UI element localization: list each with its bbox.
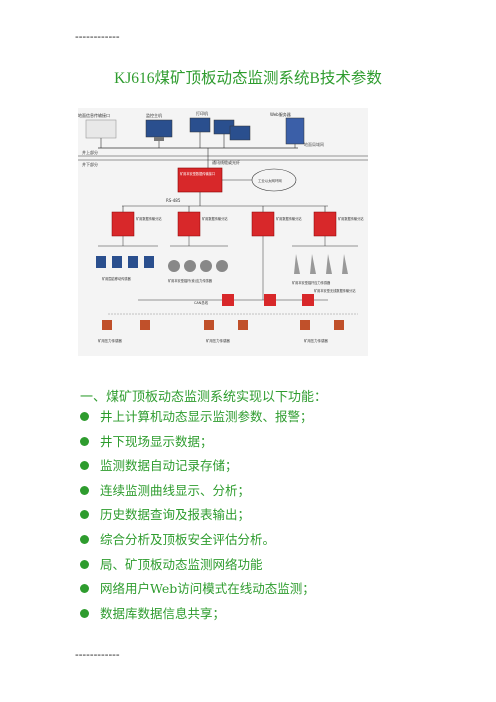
list-item: 历史数据查询及报表输出； (80, 503, 480, 528)
svg-text:矿用数据传输分站: 矿用数据传输分站 (136, 216, 162, 221)
sensor-group-probes: 矿用本安型锚杆应力传感器 (292, 236, 358, 285)
document-title: KJ616煤矿顶板动态监测系统B技术参数 (114, 70, 382, 87)
bullet-icon (80, 436, 89, 446)
can-bus: CAN总线 矿用本安型无线数据传输分站 (138, 236, 356, 306)
list-item: 井下现场显示数据； (80, 430, 480, 455)
section-heading: 一、煤矿顶板动态监测系统实现以下功能： (80, 390, 328, 405)
bullet-icon (80, 559, 89, 569)
function-list: 井上计算机动态显示监测参数、报警； 井下现场显示数据； 监测数据自动记录存储； … (80, 405, 480, 626)
client-computers: 打印机 (189, 110, 251, 141)
svg-text:通讯线缆或光纤: 通讯线缆或光纤 (212, 159, 240, 165)
svg-text:矿用数据传输分站: 矿用数据传输分站 (202, 216, 228, 221)
bullet-icon (80, 608, 89, 618)
sub-stations: 矿用数据传输分站 矿用数据传输分站 矿用数据传输分站 矿用数据传输分站 (111, 206, 364, 237)
svg-text:CAN总线: CAN总线 (194, 300, 209, 305)
list-item: 局、矿顶板动态监测网络功能 (80, 553, 480, 578)
pressure-sensors: 矿用压力传感器 矿用压力传感器 矿用压力传感器 (98, 313, 358, 343)
svg-text:矿用压力传感器: 矿用压力传感器 (304, 338, 328, 343)
system-architecture-diagram: 地面信息传输接口 监控主机 打印机 Web服务器 地面局域网 井上部分 井下部分… (78, 108, 368, 356)
bullet-icon (80, 461, 89, 471)
list-item: 井上计算机动态显示监测参数、报警； (80, 405, 480, 430)
svg-text:矿用本安型锚杆(索)应力传感器: 矿用本安型锚杆(索)应力传感器 (168, 278, 213, 283)
svg-text:矿用数据传输分站: 矿用数据传输分站 (276, 216, 302, 221)
web-server: Web服务器 (270, 111, 305, 145)
svg-text:矿用本安型锚杆应力传感器: 矿用本安型锚杆应力传感器 (292, 280, 331, 285)
svg-text:RS-485: RS-485 (166, 198, 181, 203)
svg-text:Web服务器: Web服务器 (270, 111, 291, 117)
list-item: 网络用户Web访问模式在线动态监测； (80, 577, 480, 602)
bullet-icon (80, 510, 89, 520)
monitor-host-computer: 监控主机 (145, 112, 173, 141)
bullet-icon (80, 584, 89, 594)
svg-text:矿用本安型无线数据传输分站: 矿用本安型无线数据传输分站 (314, 288, 356, 293)
bullet-icon (80, 412, 89, 421)
sensor-group-displacement: 矿用围岩移动传感器 (96, 236, 158, 281)
svg-text:井上部分: 井上部分 (82, 149, 98, 155)
list-item: 连续监测曲线显示、分析； (80, 479, 480, 504)
bullet-icon (80, 485, 89, 495)
svg-text:矿用数据传输分站: 矿用数据传输分站 (338, 216, 364, 221)
footer-rule: ------------ (75, 648, 120, 661)
svg-text:工业以太网环网: 工业以太网环网 (258, 178, 282, 183)
list-item: 监测数据自动记录存储； (80, 454, 480, 479)
svg-text:监控主机: 监控主机 (146, 112, 162, 118)
list-item: 综合分析及顶板安全评估分析。 (80, 528, 480, 553)
list-item: 数据库数据信息共享； (80, 602, 480, 627)
svg-text:井下部分: 井下部分 (82, 161, 98, 167)
svg-text:矿用本安型数据传输接口: 矿用本安型数据传输接口 (180, 171, 215, 176)
svg-text:地面局域网: 地面局域网 (304, 141, 324, 147)
svg-text:矿用压力传感器: 矿用压力传感器 (206, 338, 230, 343)
svg-text:矿用压力传感器: 矿用压力传感器 (98, 338, 122, 343)
svg-text:打印机: 打印机 (196, 110, 208, 116)
sensor-group-anchor-stress: 矿用本安型锚杆(索)应力传感器 (168, 236, 228, 283)
central-data-interface: 矿用本安型数据传输接口 (177, 167, 223, 193)
svg-text:地面信息传输接口: 地面信息传输接口 (78, 112, 110, 118)
header-rule: ------------ (75, 30, 120, 43)
bullet-icon (80, 534, 89, 544)
svg-text:矿用围岩移动传感器: 矿用围岩移动传感器 (102, 276, 131, 281)
